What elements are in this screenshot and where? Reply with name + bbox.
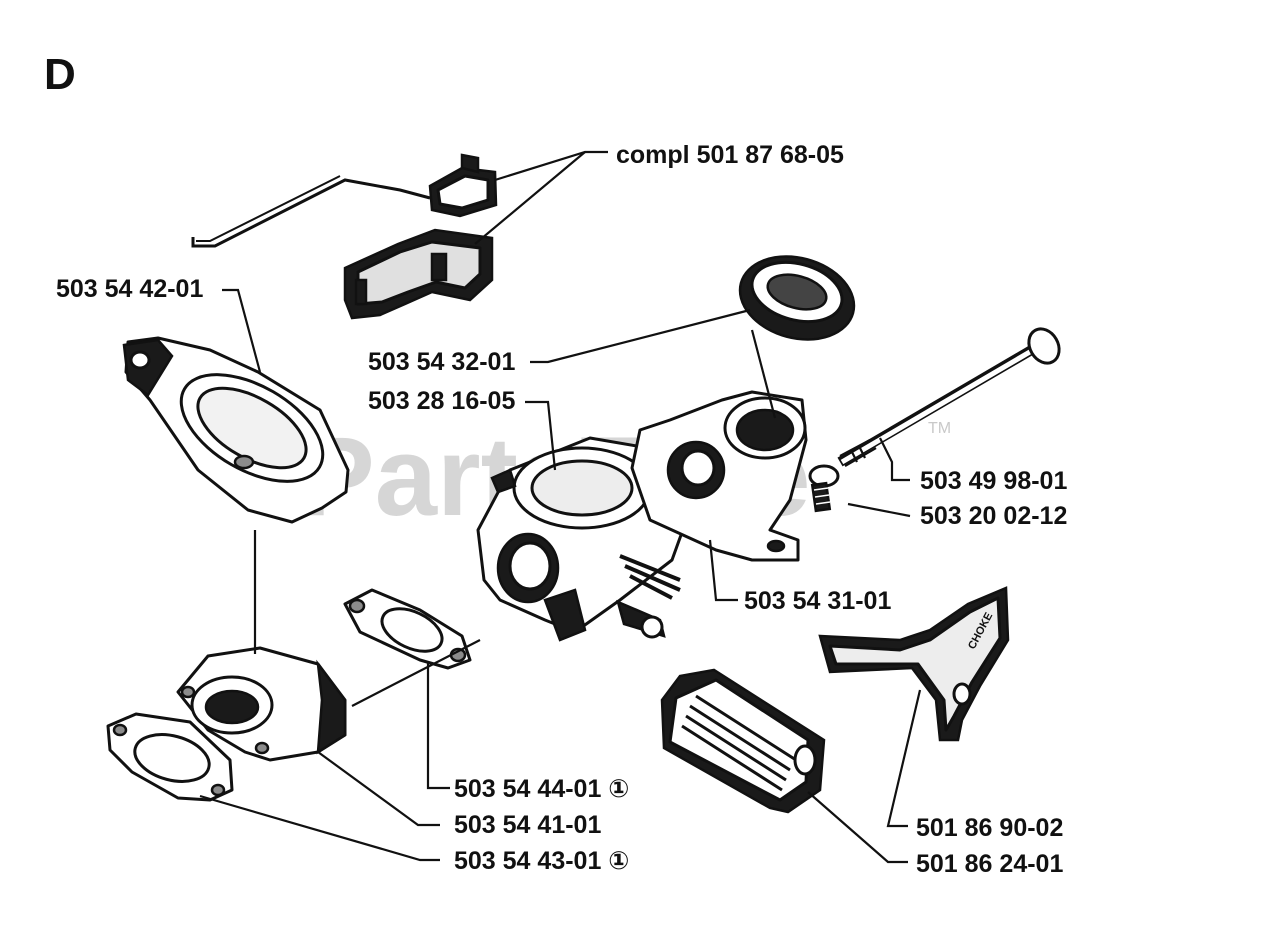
label-503-54-43-01: 503 54 43-01 ① [454,847,629,875]
label-503-54-44-01: 503 54 44-01 ① [454,775,629,803]
flange-gasket [106,712,234,802]
carburetor-gasket [343,588,472,670]
intake-adapter [176,646,347,762]
label-503-54-31-01: 503 54 31-01 [744,587,891,615]
label-503-20-02-12: 503 20 02-12 [920,502,1067,530]
throttle-clip [343,228,494,320]
label-503-28-16-05: 503 28 16-05 [368,387,515,415]
label-501-86-24-01: 501 86 24-01 [916,850,1063,878]
section-letter: D [44,50,76,99]
intake-boot [738,255,856,341]
air-filter [660,668,826,814]
label-503-54-42-01: 503 54 42-01 [56,275,203,303]
leader-lines [199,150,922,864]
long-bolt [837,327,1061,467]
intake-flange-gasket [122,336,350,524]
label-503-54-41-01: 503 54 41-01 [454,811,601,839]
label-compl-501-87-68-05: compl 501 87 68-05 [616,141,844,169]
choke-lever: CHOKE [818,586,1010,742]
watermark-trademark: TM [928,420,951,437]
label-503-54-32-01: 503 54 32-01 [368,348,515,376]
label-501-86-90-02: 501 86 90-02 [916,814,1063,842]
small-screw [808,464,840,513]
intake-manifold [630,390,808,562]
throttle-rod-assembly [191,153,498,248]
label-503-49-98-01: 503 49 98-01 [920,467,1067,495]
part-labels: compl 501 87 68-05 503 54 42-01 503 54 3… [56,141,1067,878]
